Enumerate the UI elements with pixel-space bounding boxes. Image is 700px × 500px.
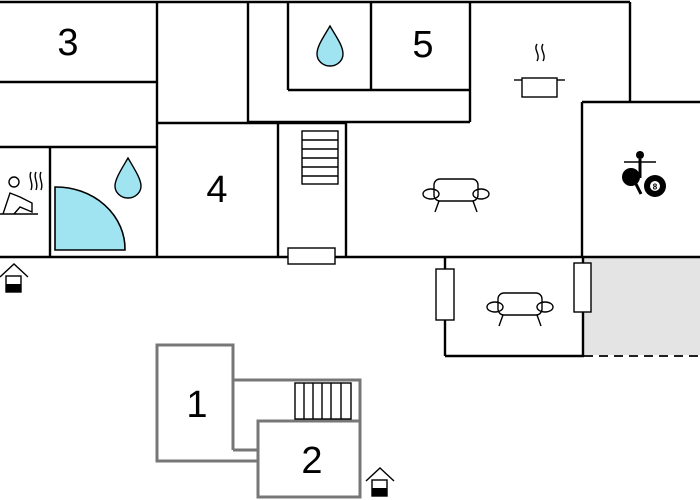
- room-number-4: 4: [206, 169, 227, 211]
- entrance-icon: [365, 467, 395, 497]
- billiard-ball-icon: 8: [644, 175, 666, 197]
- pool: [54, 186, 126, 251]
- sofa-icon: [486, 292, 554, 327]
- entrance-icon: [0, 263, 29, 293]
- door-lounge-left: [435, 268, 455, 321]
- water-drop-icon: [316, 24, 344, 67]
- svg-text:8: 8: [653, 183, 658, 192]
- sofa-icon: [422, 178, 490, 213]
- room-number-3: 3: [57, 22, 78, 64]
- staircase-lower: [294, 382, 352, 420]
- cooking-pot-icon: [514, 43, 565, 98]
- water-drop-icon: [114, 156, 142, 199]
- room-number-1: 1: [186, 384, 207, 426]
- sauna-icon: [0, 171, 43, 215]
- table-tennis-icon: [622, 168, 643, 195]
- terrace-area: [584, 258, 700, 355]
- door-stair-hall: [287, 247, 336, 265]
- staircase-upper: [301, 130, 339, 185]
- upper-floor-walls: [0, 0, 700, 358]
- room-number-5: 5: [412, 24, 433, 66]
- table-football-icon: [624, 151, 656, 178]
- room-number-2: 2: [301, 440, 322, 482]
- lower-floor-walls: [155, 343, 362, 499]
- door-lounge-right: [573, 262, 592, 313]
